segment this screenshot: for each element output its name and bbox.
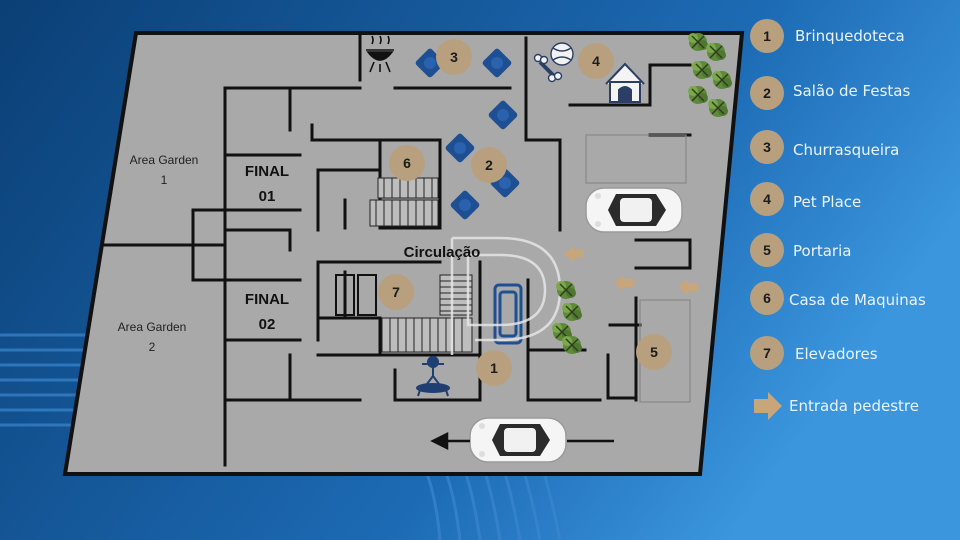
circulacao-label: Circulação xyxy=(404,244,481,261)
final-02-number: 02 xyxy=(259,316,276,333)
walls xyxy=(102,31,692,467)
badge-6-number: 6 xyxy=(403,155,411,171)
legend-number: 5 xyxy=(763,242,771,258)
badge-3: 3 xyxy=(436,39,472,75)
final-02-label: FINAL xyxy=(245,291,289,308)
stairs-upper xyxy=(369,177,439,227)
floor-slab xyxy=(62,31,745,476)
bench xyxy=(493,283,523,345)
legend-number: 1 xyxy=(763,28,771,44)
legend-label: Entrada pedestre xyxy=(789,397,919,415)
legend-number: 2 xyxy=(763,85,771,101)
badge-7-number: 7 xyxy=(392,284,400,300)
legend-label: Portaria xyxy=(793,242,851,260)
legend-item-2: 2 Salão de Festas xyxy=(750,76,910,110)
ball-icon xyxy=(550,42,574,66)
badge-3-number: 3 xyxy=(450,49,458,65)
parking-stall xyxy=(585,134,687,184)
legend-label: Casa de Maquinas xyxy=(789,291,926,309)
legend-label: Brinquedoteca xyxy=(795,27,905,45)
legend-label: Pet Place xyxy=(793,193,861,211)
legend: 1 Brinquedoteca 2 Salão de Festas 3 Chur… xyxy=(750,19,926,420)
legend-number: 7 xyxy=(763,345,771,361)
legend-number: 3 xyxy=(763,139,771,155)
pedestrian-entry-arrows xyxy=(564,246,698,295)
legend-label: Churrasqueira xyxy=(793,141,899,159)
badge-5-number: 5 xyxy=(650,344,658,360)
badge-5: 5 xyxy=(636,334,672,370)
final-01-number: 01 xyxy=(259,188,276,205)
bone-icon xyxy=(533,53,563,83)
arrow-icon xyxy=(754,392,782,420)
legend-label: Salão de Festas xyxy=(793,82,910,100)
exit-arrow-icon xyxy=(430,431,614,451)
badge-2-number: 2 xyxy=(485,157,493,173)
legend-item-5: 5 Portaria xyxy=(750,233,851,267)
elevator-shafts xyxy=(335,274,377,316)
badge-4: 4 xyxy=(578,43,614,79)
legend-item-1: 1 Brinquedoteca xyxy=(750,19,905,53)
legend-label: Elevadores xyxy=(795,345,878,363)
legend-number: 4 xyxy=(763,191,771,207)
stairs-lower xyxy=(381,274,473,353)
legend-number: 6 xyxy=(763,290,771,306)
final-01-label: FINAL xyxy=(245,163,289,180)
legend-item-7: 7 Elevadores xyxy=(750,336,878,370)
area-garden-1-label: Area Garden xyxy=(130,153,199,167)
area-garden-1-number: 1 xyxy=(161,173,168,187)
badge-6: 6 xyxy=(389,145,425,181)
badge-4-number: 4 xyxy=(592,53,600,69)
legend-item-entrance: Entrada pedestre xyxy=(754,392,919,420)
area-garden-2-label: Area Garden xyxy=(118,320,187,334)
trampoline-icon xyxy=(416,356,450,397)
legend-item-6: 6 Casa de Maquinas xyxy=(750,281,926,315)
badge-1-number: 1 xyxy=(490,360,498,376)
badge-2: 2 xyxy=(471,147,507,183)
barbecue-icon xyxy=(366,35,394,73)
legend-item-4: 4 Pet Place xyxy=(750,182,861,216)
legend-item-3: 3 Churrasqueira xyxy=(750,130,899,164)
area-garden-2-number: 2 xyxy=(149,340,156,354)
badge-7: 7 xyxy=(378,274,414,310)
dog-house-icon xyxy=(605,62,645,103)
badge-1: 1 xyxy=(476,350,512,386)
